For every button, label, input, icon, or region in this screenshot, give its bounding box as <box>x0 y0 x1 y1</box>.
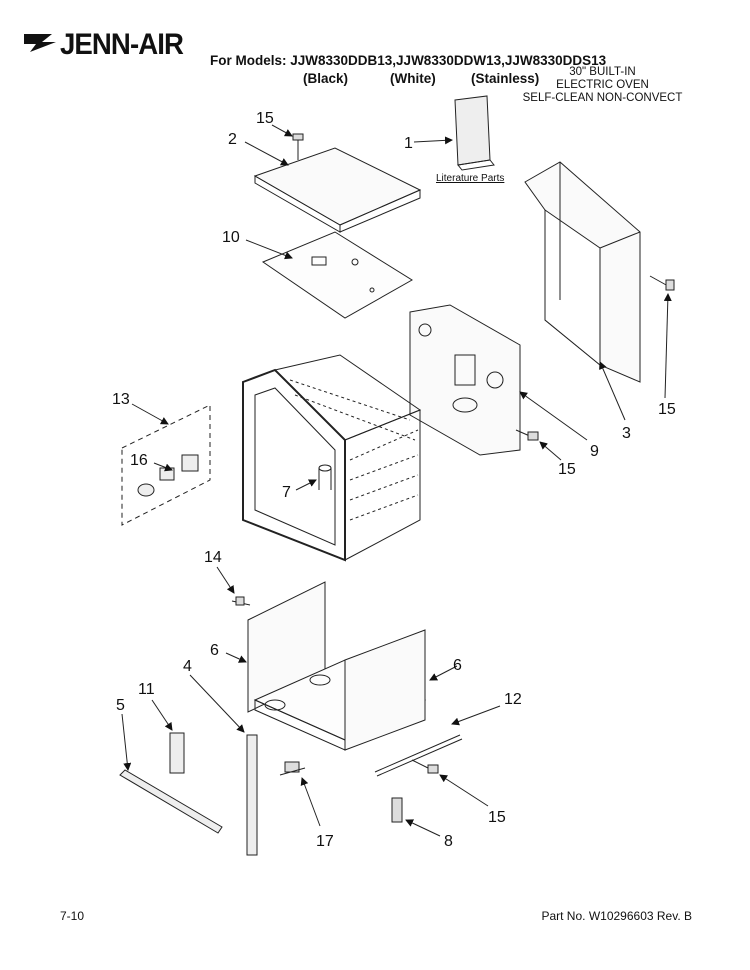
label-part-6-left: 6 <box>210 642 219 659</box>
label-part-4: 4 <box>183 658 192 675</box>
bottom-pan-part-6 <box>253 629 427 751</box>
top-panel-part-2 <box>253 147 422 233</box>
label-part-15-top: 15 <box>256 110 274 127</box>
spec-line-3: SELF-CLEAN NON-CONVECT <box>522 92 683 104</box>
literature-part-1 <box>454 95 495 171</box>
variant-stainless: (Stainless) <box>471 71 540 86</box>
label-part-5: 5 <box>116 697 125 714</box>
label-part-15-right: 15 <box>658 401 676 418</box>
label-part-3: 3 <box>622 425 631 442</box>
rear-panel-part-9 <box>409 304 521 456</box>
label-part-8: 8 <box>444 833 453 850</box>
page-number: 7-10 <box>60 909 85 923</box>
label-part-6-right: 6 <box>453 657 462 674</box>
label-part-9: 9 <box>590 443 599 460</box>
label-part-13: 13 <box>112 391 130 408</box>
part-number-footer: Part No. W10296603 Rev. B <box>541 909 692 923</box>
screw-part-14 <box>231 596 251 606</box>
heat-shield-part-10 <box>261 231 413 319</box>
rod-part-12 <box>374 734 463 777</box>
label-part-7: 7 <box>282 484 291 501</box>
label-part-2: 2 <box>228 131 237 148</box>
label-part-10: 10 <box>222 229 240 246</box>
brand-logo: JENN-AIR <box>60 28 184 61</box>
screw-part-15-rear <box>515 429 539 441</box>
spec-line-2: ELECTRIC OVEN <box>556 79 649 91</box>
screw-part-15-top <box>292 133 304 160</box>
label-part-12: 12 <box>504 691 522 708</box>
models-line: For Models: JJW8330DDB13,JJW8330DDW13,JJ… <box>210 53 607 68</box>
literature-parts-label: Literature Parts <box>436 173 505 184</box>
oven-cavity-part-7 <box>242 354 422 562</box>
screw-part-15-right <box>649 275 675 291</box>
trim-strip-part-5 <box>119 769 223 834</box>
label-part-16: 16 <box>130 452 148 469</box>
variant-white: (White) <box>390 71 436 86</box>
bracket-part-11 <box>169 732 185 774</box>
spec-line-1: 30" BUILT-IN <box>569 66 636 78</box>
jenn-air-logo-icon <box>24 34 56 52</box>
label-part-14: 14 <box>204 549 222 566</box>
label-part-15-bottom: 15 <box>488 809 506 826</box>
label-part-11: 11 <box>138 681 155 698</box>
variant-black: (Black) <box>303 71 349 86</box>
label-part-15-rear: 15 <box>558 461 576 478</box>
label-part-1: 1 <box>404 135 413 152</box>
latch-part-8 <box>391 797 403 823</box>
switch-part-17 <box>279 761 306 776</box>
wrapper-part-3 <box>524 161 641 383</box>
rail-part-4 <box>246 734 258 856</box>
label-part-17: 17 <box>316 833 334 850</box>
